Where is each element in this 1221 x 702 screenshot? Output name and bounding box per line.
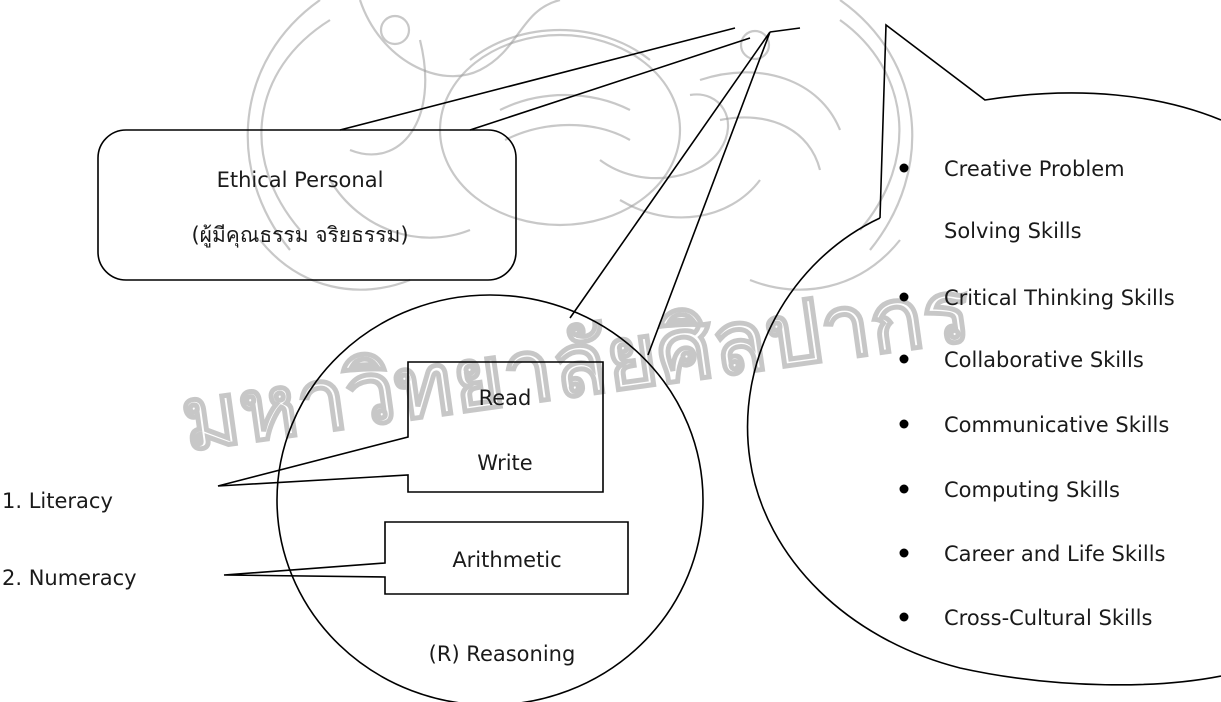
ethical-callout-pointer (339, 27, 736, 131)
bullet-icon (899, 419, 909, 429)
ethical-personal-label: Ethical Personal (217, 168, 384, 192)
skill-item: Communicative Skills (899, 413, 1169, 437)
skills-list: Creative Problem Solving Skills Critical… (899, 157, 1175, 630)
ethical-personal-box (97, 129, 517, 281)
reasoning-bubble-outline (276, 294, 704, 702)
reasoning-label: (R) Reasoning (429, 642, 576, 666)
bullet-icon (899, 354, 909, 364)
bullet-icon (899, 548, 909, 558)
write-label: Write (477, 451, 532, 475)
skill-item: Computing Skills (899, 478, 1120, 502)
skill-item: Critical Thinking Skills (899, 286, 1175, 310)
ethical-personal-thai-label: (ผู้มีคุณธรรม จริยธรรม) (191, 223, 408, 248)
skills-bubble-outline (746, 217, 1221, 686)
read-label: Read (479, 386, 532, 410)
reasoning-bubble: Read Write Arithmetic (R) Reasoning (217, 27, 801, 702)
skill-label: Communicative Skills (944, 413, 1169, 437)
arithmetic-box (223, 521, 629, 595)
skill-label: Cross-Cultural Skills (944, 606, 1152, 630)
skill-item: Cross-Cultural Skills (899, 606, 1152, 630)
literacy-label: 1. Literacy (2, 489, 113, 513)
skill-item: Creative Problem Solving Skills (899, 157, 1125, 243)
reasoning-bubble-pointer-tip (769, 27, 801, 33)
bullet-icon (899, 484, 909, 494)
arithmetic-label: Arithmetic (452, 548, 561, 572)
skills-bubble: Creative Problem Solving Skills Critical… (746, 23, 1221, 686)
skill-item: Career and Life Skills (899, 542, 1166, 566)
skill-label: Collaborative Skills (944, 348, 1144, 372)
bullet-icon (899, 292, 909, 302)
bullet-icon (899, 612, 909, 622)
skill-label: Critical Thinking Skills (944, 286, 1175, 310)
ethical-personal-callout: Ethical Personal (ผู้มีคุณธรรม จริยธรรม) (97, 27, 751, 281)
ethical-callout-pointer (469, 37, 751, 131)
skill-item: Collaborative Skills (899, 348, 1144, 372)
skill-label: Career and Life Skills (944, 542, 1166, 566)
bullet-icon (899, 163, 909, 173)
numeracy-label: 2. Numeracy (2, 566, 137, 590)
skill-label: Computing Skills (944, 478, 1120, 502)
skill-label: Creative Problem (944, 157, 1125, 181)
read-write-box (217, 361, 604, 493)
skill-label-continued: Solving Skills (944, 219, 1082, 243)
skills-bubble-pointer (879, 23, 1221, 219)
